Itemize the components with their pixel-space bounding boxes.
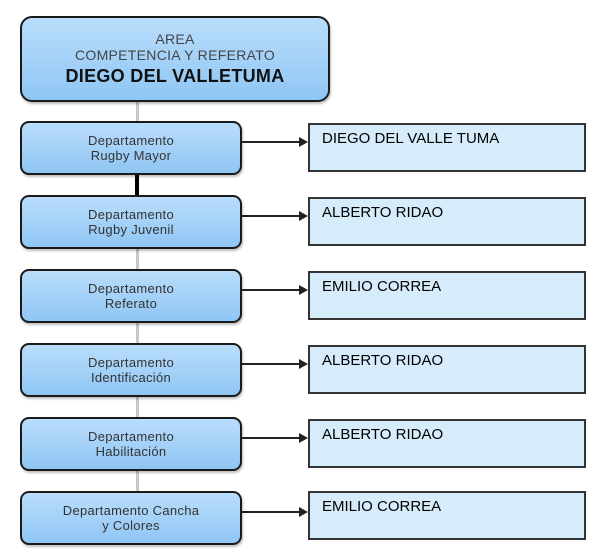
connector-dept-4-to-dept-5	[136, 397, 139, 417]
department-node-cancha-y-colores: Departamento Cancha y Colores	[20, 491, 242, 545]
department-node-rugby-juvenil: Departamento Rugby Juvenil	[20, 195, 242, 249]
connector-root-to-dept-1	[136, 102, 139, 121]
root-head-name: DIEGO DEL VALLETUMA	[65, 66, 285, 86]
connector-dept-5-to-dept-6	[136, 471, 139, 491]
department-head-box: ALBERTO RIDAO	[308, 345, 586, 394]
department-head-box: EMILIO CORREA	[308, 271, 586, 320]
department-label-line-2: Identificación	[90, 370, 172, 385]
department-label-line-2: Rugby Juvenil	[88, 222, 174, 237]
arrow-connector	[242, 507, 308, 517]
department-label-line-2: y Colores	[102, 518, 160, 533]
department-head-box: DIEGO DEL VALLE TUMA	[308, 123, 586, 172]
department-label-line-2: Rugby Mayor	[90, 148, 172, 163]
arrow-connector	[242, 285, 308, 295]
department-label-line-2: Habilitación	[95, 444, 167, 459]
connector-dept-2-to-dept-3	[136, 249, 139, 269]
department-head-box: EMILIO CORREA	[308, 491, 586, 540]
department-node-habilitacion: Departamento Habilitación	[20, 417, 242, 471]
arrow-connector	[242, 359, 308, 369]
arrow-connector	[242, 433, 308, 443]
department-node-referato: Departamento Referato	[20, 269, 242, 323]
department-node-rugby-mayor: Departamento Rugby Mayor	[20, 121, 242, 175]
connector-dept-3-to-dept-4	[136, 323, 139, 343]
area-root-node: AREA COMPETENCIA Y REFERATO DIEGO DEL VA…	[20, 16, 330, 102]
arrow-connector	[242, 211, 308, 221]
department-label-line-1: Departamento	[88, 133, 174, 148]
department-label-line-1: Departamento Cancha	[62, 503, 200, 518]
root-title-line-1: AREA	[155, 31, 195, 47]
department-label-line-1: Departamento	[88, 207, 174, 222]
connector-dept-1-to-dept-2	[135, 175, 139, 195]
department-label-line-1: Departamento	[88, 281, 174, 296]
department-head-box: ALBERTO RIDAO	[308, 419, 586, 468]
arrow-connector	[242, 137, 308, 147]
department-label-line-2: Referato	[104, 296, 158, 311]
department-label-line-1: Departamento	[88, 429, 174, 444]
department-label-line-1: Departamento	[88, 355, 174, 370]
department-node-identificacion: Departamento Identificación	[20, 343, 242, 397]
department-head-box: ALBERTO RIDAO	[308, 197, 586, 246]
root-title-line-2: COMPETENCIA Y REFERATO	[74, 47, 276, 63]
